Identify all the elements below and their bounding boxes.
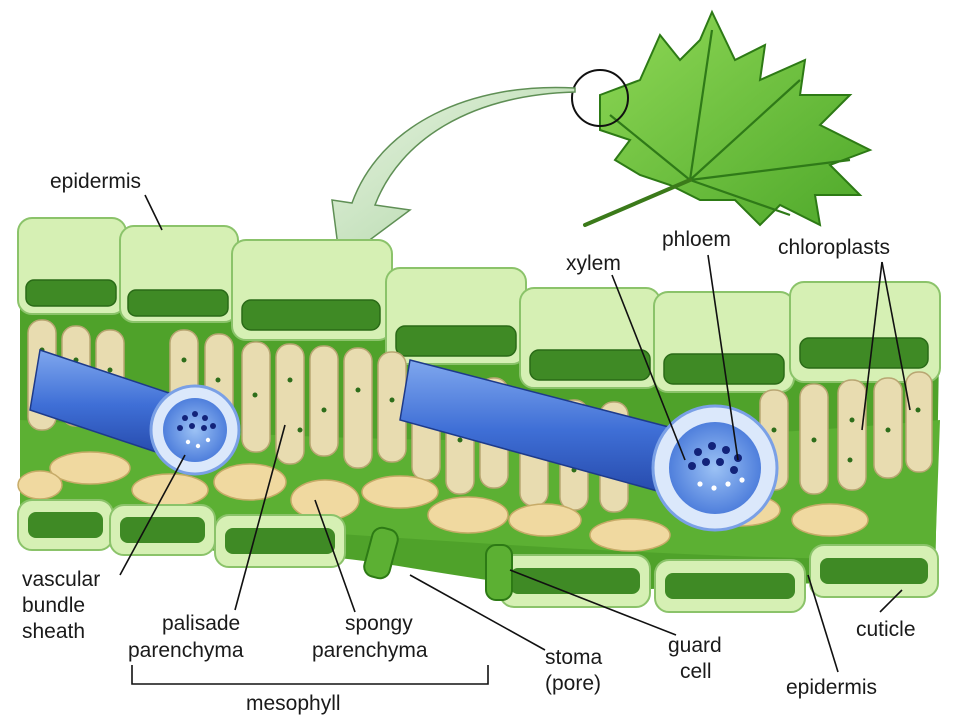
label-phloem: phloem (662, 228, 731, 251)
label-palisade-parenchyma: palisade parenchyma (128, 612, 246, 662)
label-mesophyll: mesophyll (246, 692, 341, 715)
vascular-bundle-right (399, 359, 779, 532)
labels: epidermis xylem phloem chloroplasts vasc… (22, 170, 916, 715)
label-guard-cell: guard cell (668, 634, 728, 683)
guard-cells (363, 526, 513, 601)
leader-lines (119, 194, 911, 685)
leaf-tissue (17, 217, 941, 613)
zoom-arrow (331, 86, 576, 264)
label-epidermis-top: epidermis (50, 170, 141, 193)
maple-leaf-icon (571, 9, 873, 227)
label-epidermis-bottom: epidermis (786, 676, 877, 699)
vascular-bundle-left (29, 349, 241, 476)
label-vascular-bundle-sheath: vascular bundle sheath (22, 568, 106, 643)
label-xylem: xylem (566, 252, 621, 275)
label-spongy-parenchyma: spongy parenchyma (312, 612, 428, 662)
label-chloroplasts: chloroplasts (778, 236, 890, 259)
label-stoma: stoma (pore) (545, 646, 608, 695)
label-cuticle: cuticle (856, 618, 916, 641)
